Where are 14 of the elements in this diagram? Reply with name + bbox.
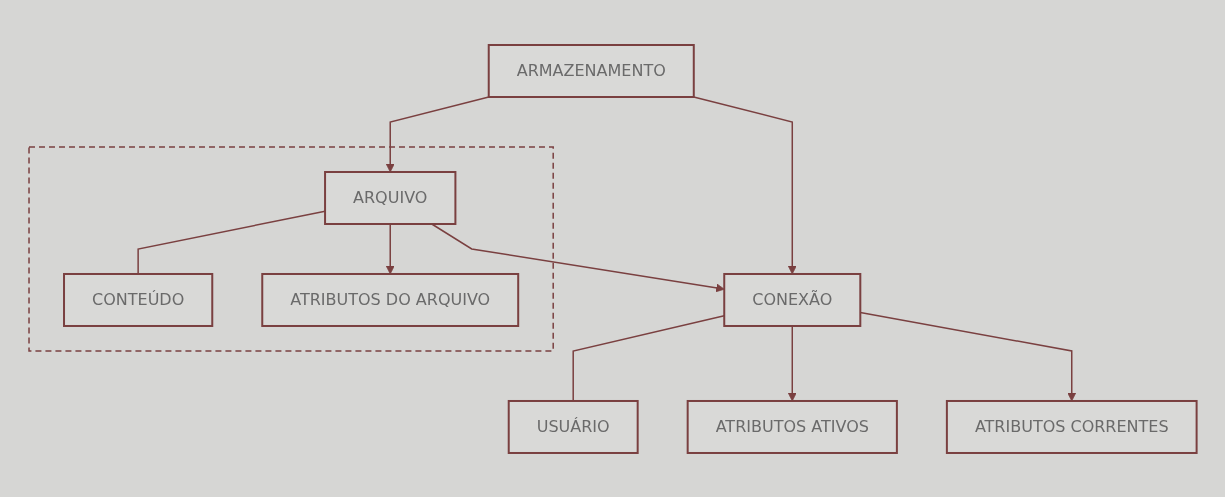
arrow (859, 311, 1076, 401)
cluster (27, 145, 554, 352)
arrow (385, 95, 490, 172)
node-box: ARMAZENAMENTO (487, 43, 695, 98)
arrow (692, 95, 797, 274)
node-box: CONEXÃO (722, 272, 861, 327)
arrow (385, 222, 395, 274)
node-box: ATRIBUTOS ATIVOS (686, 399, 898, 454)
node-box: ARQUIVO (323, 170, 457, 225)
node-box: CONTEÚDO (62, 272, 213, 327)
node-box: USUÁRIO (507, 399, 639, 454)
node-box: ATRIBUTOS DO ARQUIVO (260, 272, 519, 327)
arrow (787, 324, 797, 401)
node-box: ATRIBUTOS CORRENTES (945, 399, 1198, 454)
